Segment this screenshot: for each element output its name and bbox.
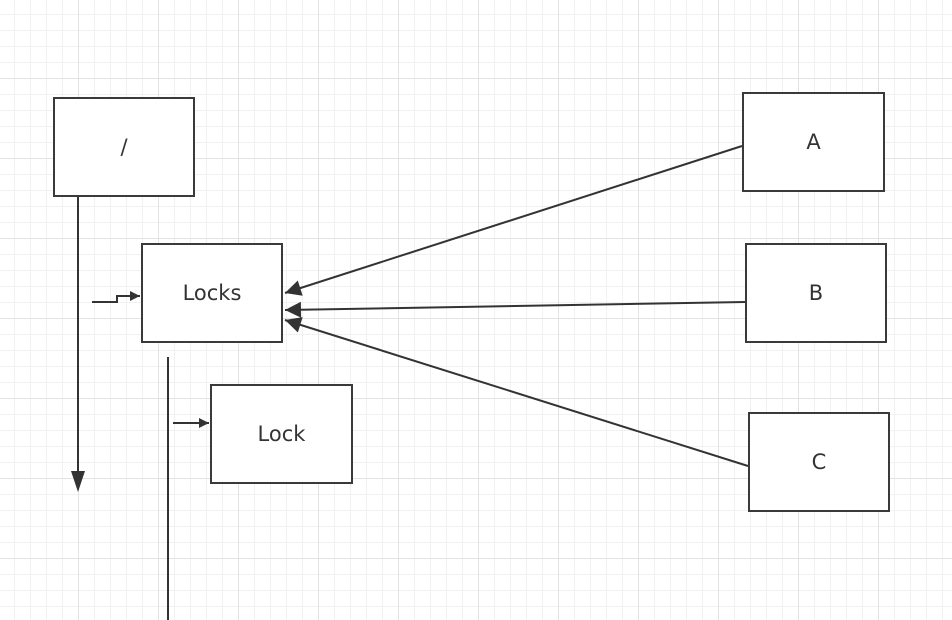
edge-c-to-locks	[284, 317, 749, 467]
node-b[interactable]: B	[745, 243, 887, 343]
node-c-label: C	[811, 450, 827, 474]
edge-b-to-locks	[284, 301, 746, 318]
node-lock[interactable]: Lock	[210, 384, 353, 484]
tree-trunk-root-arrowhead	[71, 471, 85, 492]
node-root[interactable]: /	[53, 97, 195, 197]
node-root-label: /	[120, 135, 128, 159]
node-lock-label: Lock	[257, 422, 306, 446]
node-b-label: B	[808, 281, 824, 305]
edge-a-to-locks	[284, 145, 743, 296]
branch-root-to-locks	[92, 291, 140, 303]
node-a[interactable]: A	[742, 92, 885, 192]
node-c[interactable]: C	[748, 412, 890, 512]
node-locks[interactable]: Locks	[141, 243, 283, 343]
node-locks-label: Locks	[182, 281, 242, 305]
node-a-label: A	[806, 130, 821, 154]
